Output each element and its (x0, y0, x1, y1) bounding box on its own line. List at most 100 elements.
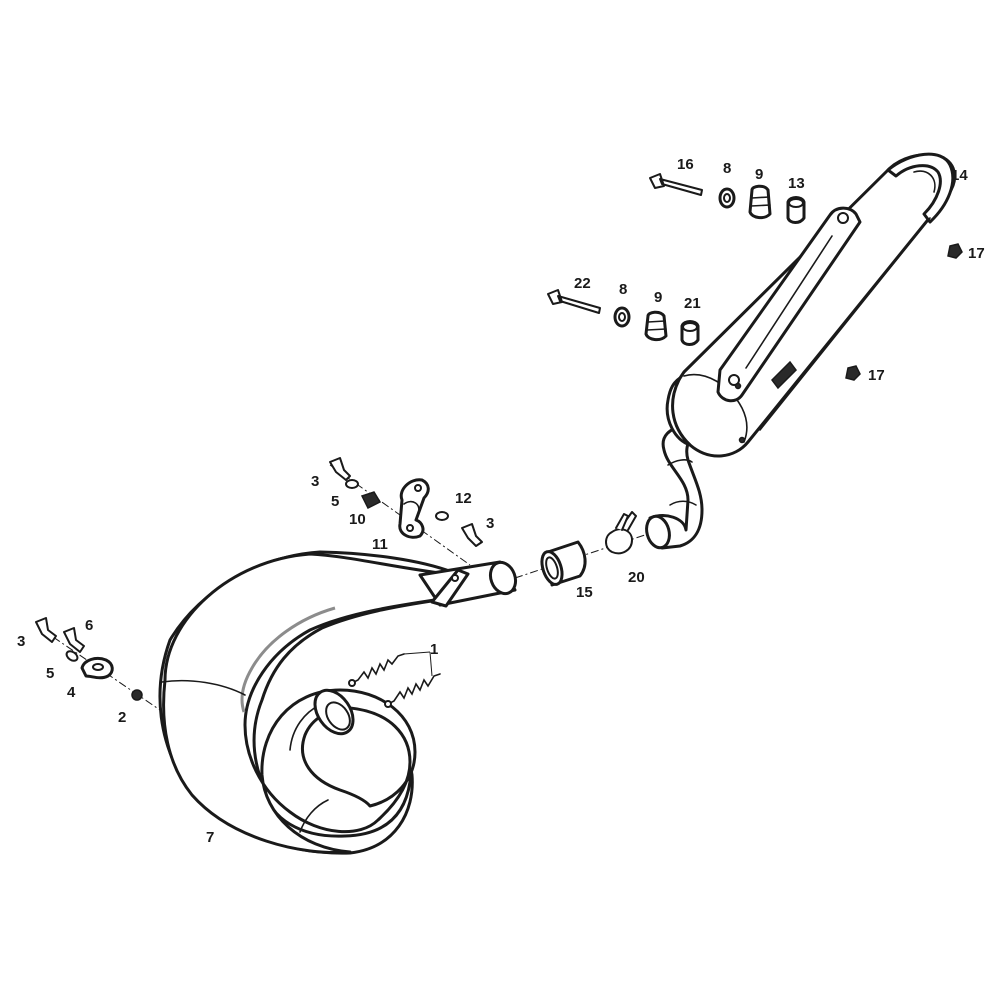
mid-bracket-11 (398, 478, 430, 539)
mid-nut-plate-10 (360, 491, 382, 510)
callout-17-mid: 17 (868, 367, 885, 384)
callout-9-top: 9 (755, 166, 763, 183)
part-upper-mount (649, 173, 806, 224)
nut-17-mid (845, 365, 861, 381)
chamber-seam-line-bottom (299, 799, 329, 833)
callout-8-mid: 8 (619, 281, 627, 298)
callout-22: 22 (574, 275, 591, 292)
callout-3-mid: 3 (311, 473, 319, 490)
lower-spacer-21-face (682, 322, 698, 332)
mid-washer-12 (435, 511, 449, 521)
clip-20-tab-2 (615, 513, 629, 531)
part-front-mount (35, 617, 161, 711)
mid-bracket-11-hole-lower (406, 524, 414, 532)
callout-1: 1 (430, 641, 438, 658)
mid-bolt-3 (329, 457, 351, 481)
upper-grommet-9-groove-2 (750, 204, 771, 207)
link-pipe-inlet (645, 514, 671, 550)
callout-3-left: 3 (17, 633, 25, 650)
callout-13: 13 (788, 175, 805, 192)
coupler-15-bore (545, 556, 559, 580)
callout-21: 21 (684, 295, 701, 312)
upper-grommet-9 (748, 184, 772, 220)
front-bolt-3 (35, 617, 57, 643)
front-clamp-4-hole (92, 663, 104, 671)
callout-7: 7 (206, 829, 214, 846)
callout-10: 10 (349, 511, 366, 528)
mid-washer-5 (345, 479, 359, 489)
part-mid-bracket (329, 457, 483, 566)
part-silencer (645, 152, 957, 550)
callout-4: 4 (67, 684, 76, 701)
nut-17-upper (947, 243, 963, 259)
strap-inner-line (745, 235, 833, 369)
lower-washer-8-hole (618, 312, 626, 322)
part-springs (348, 653, 441, 708)
leader-lines (403, 651, 433, 677)
callout-15: 15 (576, 584, 593, 601)
part-lower-mount (547, 289, 700, 346)
lower-grommet-9-groove-2 (646, 328, 667, 331)
mid-bracket-11-hole-upper (414, 484, 422, 492)
silencer-rear-cone (665, 376, 692, 447)
upper-bolt-16 (649, 173, 703, 196)
expansion-chamber-weld-seam (240, 606, 336, 713)
silencer-mount-strap (716, 206, 862, 403)
lower-grommet-9 (644, 310, 668, 342)
part-nuts-17 (845, 243, 963, 381)
front-washer-5 (65, 650, 79, 662)
spring-upper (351, 653, 405, 684)
expansion-chamber-shell (162, 552, 457, 855)
spring-upper-hook (348, 679, 356, 687)
leader-1-lower (429, 651, 433, 677)
clip-20 (605, 528, 633, 555)
link-pipe-bead-1 (669, 500, 697, 506)
chamber-bracket-hole (451, 574, 459, 582)
spring-lower-hook (384, 700, 392, 708)
coupler-axis (514, 529, 661, 579)
strap-hole-upper (837, 212, 849, 224)
outlet-spigot-end (488, 560, 518, 596)
silencer-rivet-2 (738, 436, 746, 444)
callout-2: 2 (118, 709, 126, 726)
callout-9-mid: 9 (654, 289, 662, 306)
callout-11: 11 (372, 536, 388, 553)
callout-5-left: 5 (46, 665, 54, 682)
callout-3-right: 3 (486, 515, 494, 532)
front-bolt-6 (63, 627, 85, 653)
callout-labels: 1 2 3 3 3 4 5 5 6 7 8 8 9 9 10 11 12 13 … (17, 156, 985, 846)
callout-16: 16 (677, 156, 694, 173)
front-nut-2 (131, 689, 143, 701)
chamber-mounting-bracket (430, 568, 470, 608)
chamber-seam-line-front (161, 679, 246, 696)
upper-washer-8-hole (723, 193, 731, 203)
leader-1-upper (403, 651, 431, 655)
callout-5-mid: 5 (331, 493, 339, 510)
callout-14: 14 (951, 167, 968, 184)
mid-bracket-11-edge (403, 500, 420, 515)
callout-12: 12 (455, 490, 472, 507)
silencer-rear-seam (683, 373, 748, 443)
strap-hole-lower (728, 374, 740, 386)
callout-20: 20 (628, 569, 645, 586)
silencer-rivet-1 (734, 382, 742, 390)
callout-8-top: 8 (723, 160, 731, 177)
link-pipe-bead-2 (667, 459, 693, 466)
callout-6: 6 (85, 617, 93, 634)
silencer-end-cap (886, 152, 955, 224)
mid-bolt-3-right (461, 523, 483, 547)
upper-grommet-9-groove-1 (751, 196, 770, 199)
upper-spacer-13-face (788, 198, 804, 208)
callout-17-top: 17 (968, 245, 985, 262)
silencer-can (669, 153, 957, 458)
lower-bolt-22 (547, 289, 601, 314)
part-expansion-chamber (158, 550, 518, 855)
silencer-end-cap-ring (913, 170, 936, 193)
part-coupler (514, 511, 661, 587)
expansion-chamber-header-flange-inner (325, 701, 351, 731)
silencer-body-line (759, 217, 931, 431)
silencer-logo-patch (771, 360, 797, 390)
spring-lower (387, 673, 441, 705)
lower-grommet-9-groove-1 (647, 320, 666, 323)
